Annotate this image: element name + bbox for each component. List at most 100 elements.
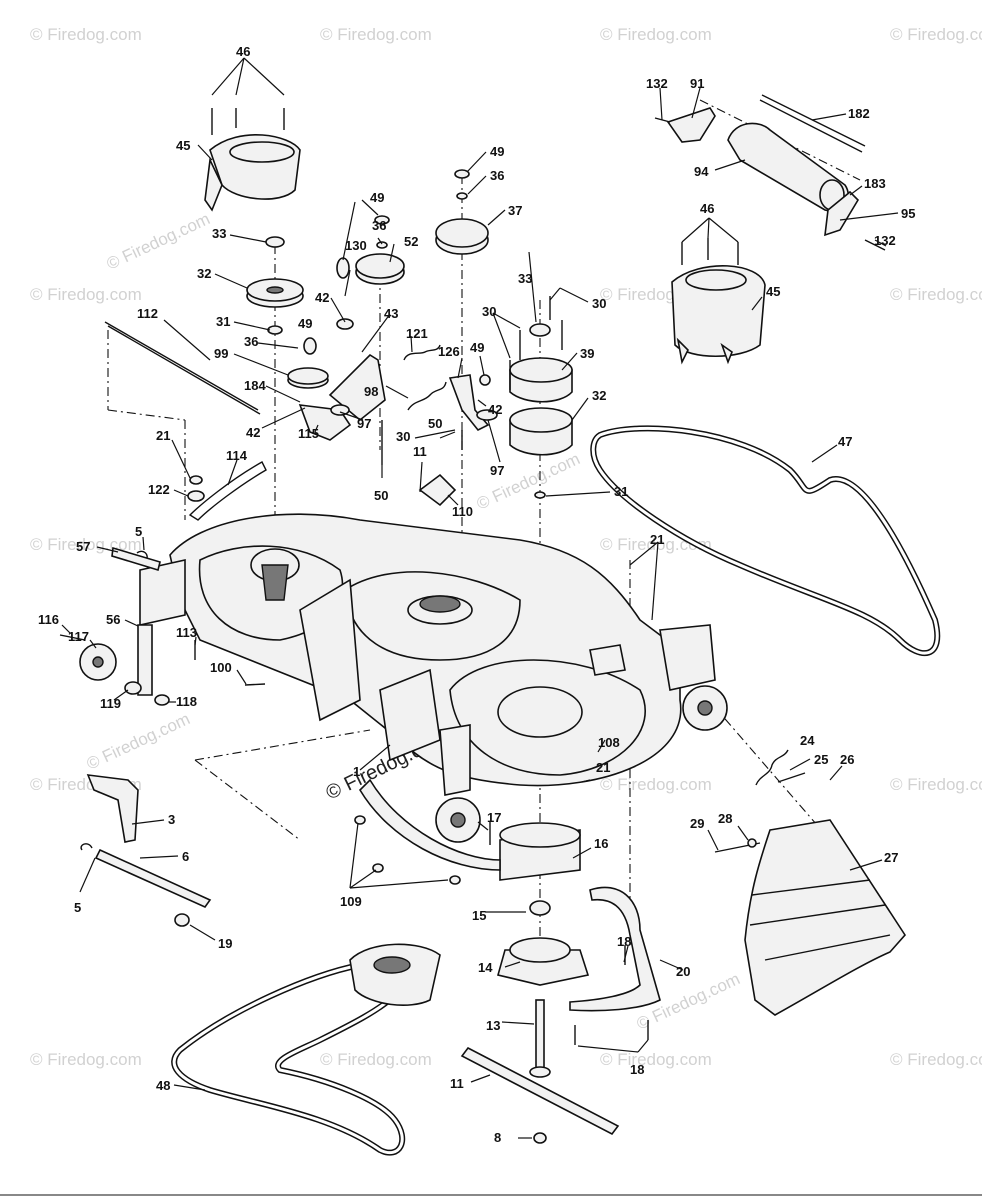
callout-46: 46 [700, 201, 714, 216]
watermark: © Firedog.com [890, 775, 982, 794]
mower-deck [139, 513, 728, 843]
callout-47: 47 [838, 434, 852, 449]
callout-49: 49 [470, 340, 484, 355]
callout-1: 1 [353, 764, 360, 779]
callout-26: 26 [840, 752, 854, 767]
belts [171, 425, 941, 1156]
callout-97: 97 [357, 416, 371, 431]
watermark: © Firedog.com [320, 1050, 432, 1069]
callout-30: 30 [396, 429, 410, 444]
callout-labels: 46 45 33 32 31 36 99 184 42 112 21 122 1… [38, 44, 915, 1145]
callout-21: 21 [650, 532, 664, 547]
callout-50: 50 [428, 416, 442, 431]
callout-52: 52 [404, 234, 418, 249]
callout-45: 45 [766, 284, 780, 299]
callout-33: 33 [212, 226, 226, 241]
roller-assembly [654, 94, 886, 365]
callout-113: 113 [176, 625, 197, 640]
watermark: © Firedog.com [600, 1050, 712, 1069]
callout-100: 100 [210, 660, 232, 675]
grass-chute [714, 749, 907, 1016]
callout-8: 8 [494, 1130, 501, 1145]
callout-31: 31 [216, 314, 230, 329]
callout-42: 42 [488, 402, 502, 417]
callout-14: 14 [478, 960, 493, 975]
watermark: © Firedog.com [890, 285, 982, 304]
callout-15: 15 [472, 908, 486, 923]
callout-109: 109 [340, 894, 362, 909]
watermark: © Firedog.com [474, 449, 583, 513]
watermark: © Firedog.com [30, 1050, 142, 1069]
callout-39: 39 [580, 346, 594, 361]
callout-16: 16 [594, 836, 608, 851]
watermark: © Firedog.com [890, 25, 982, 44]
callout-36: 36 [490, 168, 504, 183]
callout-21: 21 [596, 760, 610, 775]
callout-42: 42 [246, 425, 260, 440]
callout-97: 97 [490, 463, 504, 478]
callout-108: 108 [598, 735, 620, 750]
callout-36: 36 [372, 218, 386, 233]
callout-99: 99 [214, 346, 228, 361]
left-rods [59, 321, 267, 706]
callout-5: 5 [74, 900, 81, 915]
callout-24: 24 [800, 733, 815, 748]
watermark: © Firedog.com [84, 709, 193, 773]
callout-98: 98 [364, 384, 378, 399]
blade-assembly [460, 822, 620, 1144]
callout-37: 37 [508, 203, 522, 218]
callout-49: 49 [490, 144, 504, 159]
callout-117: 117 [68, 629, 89, 644]
callout-121: 121 [406, 326, 428, 341]
callout-116: 116 [38, 612, 59, 627]
callout-114: 114 [226, 448, 248, 463]
callout-50: 50 [374, 488, 388, 503]
callout-48: 48 [156, 1078, 170, 1093]
callout-122: 122 [148, 482, 170, 497]
baffles [354, 778, 661, 1045]
callout-13: 13 [486, 1018, 500, 1033]
callout-184: 184 [244, 378, 266, 393]
callout-27: 27 [884, 850, 898, 865]
callout-17: 17 [487, 810, 501, 825]
callout-126: 126 [438, 344, 460, 359]
callout-30: 30 [592, 296, 606, 311]
callout-28: 28 [718, 811, 732, 826]
watermark: © Firedog.com [600, 775, 712, 794]
callout-5: 5 [135, 524, 142, 539]
callout-183: 183 [864, 176, 886, 191]
pulley-stack-middle [328, 215, 447, 465]
callout-11: 11 [413, 444, 427, 459]
callout-132: 132 [874, 233, 896, 248]
watermark: © Firedog.com [30, 25, 142, 44]
callout-32: 32 [197, 266, 211, 281]
callout-95: 95 [901, 206, 915, 221]
callout-36: 36 [244, 334, 258, 349]
watermark: © Firedog.com [30, 285, 142, 304]
watermark: © Firedog.com [600, 25, 712, 44]
callout-49: 49 [370, 190, 384, 205]
lower-left-bracket [80, 774, 212, 927]
callout-119: 119 [100, 696, 121, 711]
callout-110: 110 [452, 504, 473, 519]
callout-33: 33 [518, 271, 532, 286]
watermark: © Firedog.com [890, 1050, 982, 1069]
callout-130: 130 [345, 238, 367, 253]
callout-20: 20 [676, 964, 690, 979]
callout-94: 94 [694, 164, 709, 179]
callout-18: 18 [617, 934, 631, 949]
callout-57: 57 [76, 539, 90, 554]
callout-18: 18 [630, 1062, 644, 1077]
leader-lines [61, 57, 899, 1139]
callout-29: 29 [690, 816, 704, 831]
watermark: © Firedog.com [320, 25, 432, 44]
callout-25: 25 [814, 752, 828, 767]
callout-11: 11 [450, 1076, 464, 1091]
callout-91: 91 [690, 76, 704, 91]
callout-112: 112 [137, 306, 158, 321]
pulley-stack-right [418, 169, 573, 507]
callout-42: 42 [315, 290, 329, 305]
callout-46: 46 [236, 44, 250, 59]
callout-3: 3 [168, 812, 175, 827]
